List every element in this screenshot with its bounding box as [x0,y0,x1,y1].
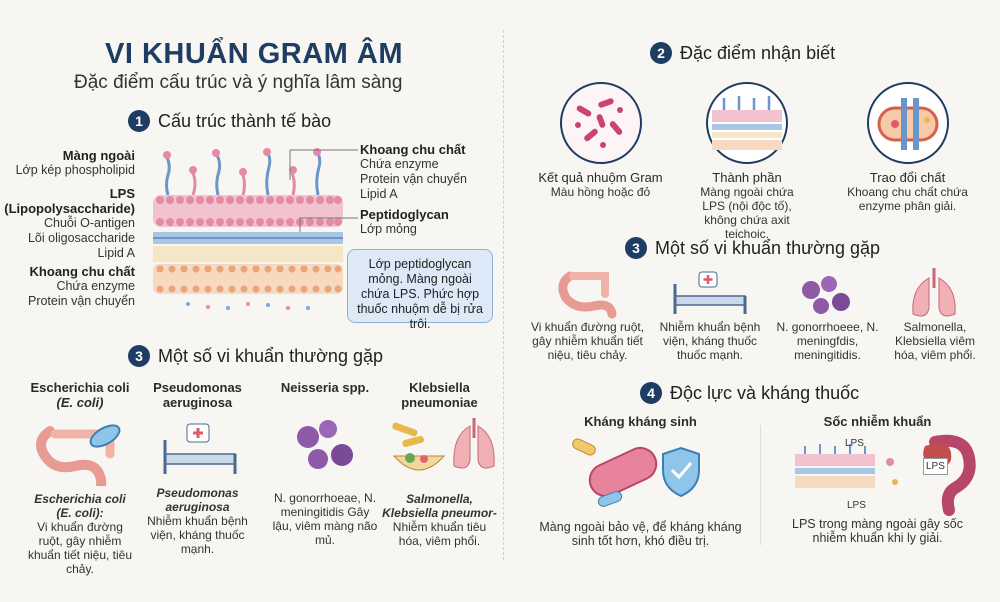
composition-item: Thành phần Màng ngoài chứa LPS (nội độc … [692,80,802,241]
lps-tag: LPS [923,458,948,475]
card-title: Neisseria spp. [280,380,370,395]
card-title: Klebsiella pneumoniae [401,380,478,410]
section3-right-heading: 3 Một số vi khuẩn thường gặp [625,237,880,259]
lps-shock-illustration: LPS LPS LPS [775,432,980,516]
antibiotic-resistance-item: Kháng kháng sinh Màng ngoài bảo vệ, để k… [528,414,753,548]
metabolism-item: Trao đổi chất Khoang chu chất chứa enzym… [845,80,970,213]
label-line: Lipid A [97,246,135,260]
section-number-badge: 3 [128,345,150,367]
section-title: Cấu trúc thành tế bào [158,110,332,131]
label-periplasm: Khoang chu chất Chứa enzyme Protein vận … [0,264,135,309]
lps-tag: LPS [845,438,864,449]
card-text: N. gonorrhoeae, N. meningitidis Gây lậu,… [272,491,378,547]
card-text: Vi khuẩn đường ruột, gây nhiễm khuẩn tiế… [27,520,133,576]
item-title: Trao đổi chất [869,170,946,185]
note-box: Lớp peptidoglycan mỏng. Màng ngoài chứa … [347,249,493,331]
membrane-icon [706,82,788,164]
intestine-icon [36,424,121,486]
item-text: Salmonella, Klebsiella viêm hóa, viêm ph… [894,320,976,362]
card-ecoli: Escherichia coli (E. coli) Escherichia c… [25,380,135,576]
section-title: Một số vi khuẩn thường gặp [655,237,880,258]
membrane-release-icon [795,434,976,516]
card-subtitle: Pseudomonas aeruginosa [156,486,239,514]
item-title: Sốc nhiễm khuẩn [823,414,932,429]
card-subtitle: Escherichia coli (E. coli): [34,492,126,520]
microscope-view-icon [559,82,642,164]
label-title: Màng ngoài [62,148,135,163]
card-text: Nhiễm khuẩn bệnh viện, kháng thuốc mạnh. [147,514,248,556]
label-title: Khoang chu chất [29,264,135,279]
right-item-hospital: Nhiễm khuẩn bệnh viện, kháng thuốc thuốc… [655,268,765,362]
label-line: Chuỗi O-antigen [43,216,135,230]
food-lungs-icon [392,418,495,471]
right-item-intestine: Vi khuẩn đường ruột, gây nhiễm khuẩn tiế… [525,268,650,362]
gram-result-item: Kết quả nhuộm Gram Màu hồng hoặc đỏ [533,80,668,199]
label-peptidoglycan: Peptidoglycan Lớp mỏng [360,207,449,237]
section4-heading: 4 Độc lực và kháng thuốc [640,382,859,404]
card-title: Pseudomonas aeruginosa [153,380,242,410]
lps-chains [165,152,322,196]
item-title: Thành phần [712,170,782,185]
item-text: Vi khuẩn đường ruột, gây nhiễm khuẩn tiế… [530,320,645,362]
item-title: Kháng kháng sinh [584,414,697,429]
item-title: Kết quả nhuộm Gram [538,170,663,185]
intestine-icon [558,271,617,319]
card-pseudomonas: Pseudomonas aeruginosa Pseudomonas aerug… [145,380,250,556]
diplococci-icon [802,276,850,314]
label-title: Peptidoglycan [360,207,449,222]
section3-left-heading: 3 Một số vi khuẩn thường gặp [128,345,383,367]
section-number-badge: 4 [640,382,662,404]
diplococci-icon [297,420,353,469]
label-line: Lipid A [360,187,398,201]
leader-lines [289,149,358,232]
card-neisseria: Neisseria spp. N. gonorrhoeae, N. mening… [270,380,380,547]
lps-tag: LPS [847,500,866,511]
section-title: Một số vi khuẩn thường gặp [158,345,383,366]
hospital-bed-icon [673,271,747,314]
item-text: Màng ngoài chứa LPS (nội độc tố), không … [700,185,794,241]
section-title: Đặc điểm nhận biết [680,42,836,63]
label-outer-membrane: Màng ngoài Lớp kép phospholipid [0,148,135,178]
label-line: Protein vận chuyển [27,294,135,308]
column-divider [503,30,504,560]
card-klebsiella: Klebsiella pneumoniae Salmonella, Klebsi… [382,380,497,548]
right-item-diplococci: N. gonorrhoeee, N. meningfdis, meningiti… [775,268,880,362]
hospital-bed-icon [163,423,237,474]
label-title: LPS (Lipopolysaccharide) [4,186,135,216]
right-item-lungs: Salmonella, Klebsiella viêm hóa, viêm ph… [885,268,985,362]
section4-divider [760,425,761,545]
card-subtitle: Salmonella, Klebsiella pneumor- [382,492,497,520]
label-line: Protein vận chuyển [360,172,468,186]
label-title: Khoang chu chất [360,142,466,157]
section2-heading: 2 Đặc điểm nhận biết [650,42,835,64]
bacterium-cell-icon [866,82,949,164]
item-text: Nhiễm khuẩn bệnh viện, kháng thuốc thuốc… [659,320,761,362]
label-lps: LPS (Lipopolysaccharide) Chuỗi O-antigen… [0,186,135,261]
item-text: Màng ngoài bảo vệ, để kháng kháng sinh t… [539,520,742,548]
item-text: LPS trong màng ngoài gây sốc nhiễm khuẩn… [792,517,963,545]
section-title: Độc lực và kháng thuốc [670,382,860,403]
card-text: Nhiễm khuẩn tiêu hóa, viêm phổi. [392,520,487,548]
item-text: N. gonorrhoeee, N. meningfdis, meningiti… [776,320,879,362]
section1-heading: 1 Cấu trúc thành tế bào [128,110,331,132]
item-text: Khoang chu chất chứa enzyme phân giải. [847,185,968,213]
page-title: VI KHUẨN GRAM ÂM [105,38,403,70]
section-number-badge: 2 [650,42,672,64]
cell-wall-diagram [153,148,343,310]
label-periplasm-right: Khoang chu chất Chứa enzyme Protein vận … [360,142,467,202]
page-subtitle: Đặc điểm cấu trúc và ý nghĩa lâm sàng [74,72,403,93]
septic-shock-item: Sốc nhiễm khuẩn LPS LPS LPS LPS trong mà… [775,414,980,545]
section-number-badge: 1 [128,110,150,132]
label-line: Lớp mỏng [360,222,417,236]
label-line: Lớp kép phospholipid [15,163,135,177]
label-line: Lõi oligosaccharide [27,231,135,245]
card-title-2: (E. coli) [56,395,104,410]
resistant-bacterium-icon [572,438,700,507]
section-number-badge: 3 [625,237,647,259]
label-line: Chứa enzyme [360,157,439,171]
card-title: Escherichia coli [30,380,130,395]
item-text: Màu hồng hoặc đỏ [550,185,651,199]
lungs-icon [912,268,956,317]
label-line: Chứa enzyme [56,279,135,293]
